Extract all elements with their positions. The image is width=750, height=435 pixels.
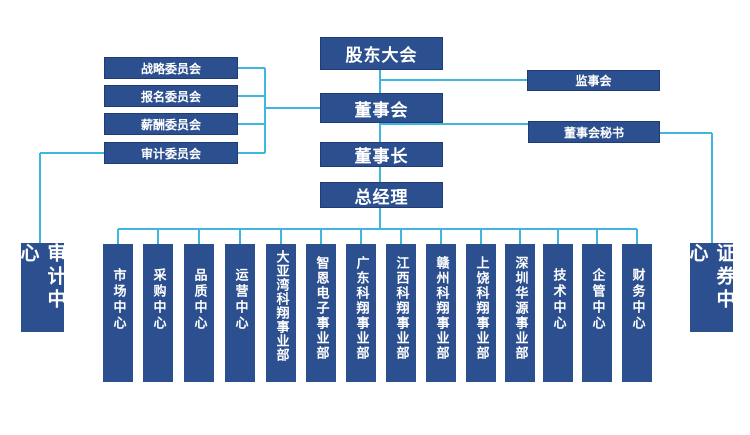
department-label: 市场中心 — [110, 268, 126, 332]
department-label: 运营中心 — [232, 268, 248, 332]
committee-strategy-label: 战略委员会 — [140, 61, 201, 76]
department-label: 上饶科翔事业部 — [473, 256, 489, 361]
board-box: 董事会 — [320, 93, 443, 123]
securities-center-label: 证券中心 — [686, 243, 736, 312]
department-box: 市场中心 — [103, 244, 133, 382]
audit-center-box: 审计中心 — [18, 243, 67, 332]
department-box: 广东科翔事业部 — [346, 244, 376, 382]
department-box: 深圳华源事业部 — [505, 244, 535, 382]
department-label: 江西科翔事业部 — [393, 256, 409, 361]
shareholders-box: 股东大会 — [320, 37, 443, 70]
chairman-box: 董事长 — [320, 142, 443, 167]
department-label: 大亚湾科翔事业部 — [273, 250, 289, 362]
department-label: 深圳华源事业部 — [512, 256, 528, 361]
committee-audit-label: 审计委员会 — [140, 146, 201, 161]
committee-nomination-label: 报名委员会 — [140, 89, 201, 104]
department-label: 财务中心 — [629, 268, 645, 332]
board-secretary-box: 董事会秘书 — [528, 121, 660, 143]
department-box: 采购中心 — [143, 244, 173, 382]
gm-label: 总经理 — [354, 187, 409, 208]
committee-audit-box: 审计委员会 — [104, 142, 238, 164]
department-label: 品质中心 — [191, 268, 207, 332]
board-secretary-label: 董事会秘书 — [563, 125, 624, 140]
board-label: 董事会 — [354, 100, 409, 121]
committee-compensation-box: 薪酬委员会 — [104, 113, 238, 135]
supervisors-label: 监事会 — [575, 74, 612, 88]
department-box: 江西科翔事业部 — [386, 244, 416, 382]
committee-compensation-label: 薪酬委员会 — [140, 117, 201, 132]
department-label: 赣州科翔事业部 — [433, 256, 449, 361]
department-box: 运营中心 — [225, 244, 255, 382]
supervisors-box: 监事会 — [527, 70, 660, 91]
department-box: 大亚湾科翔事业部 — [266, 244, 296, 382]
gm-box: 总经理 — [320, 182, 443, 208]
department-label: 技术中心 — [550, 268, 566, 332]
shareholders-label: 股东大会 — [345, 46, 418, 66]
department-label: 广东科翔事业部 — [353, 256, 369, 361]
committee-nomination-box: 报名委员会 — [104, 85, 238, 107]
department-box: 智恩电子事业部 — [306, 244, 336, 382]
audit-center-label: 审计中心 — [17, 243, 67, 312]
department-label: 采购中心 — [150, 268, 166, 332]
chairman-label: 董事长 — [354, 147, 409, 167]
department-box: 技术中心 — [543, 244, 573, 382]
department-box: 企管中心 — [582, 244, 612, 382]
committee-strategy-box: 战略委员会 — [104, 57, 238, 79]
department-label: 智恩电子事业部 — [313, 256, 329, 361]
department-box: 赣州科翔事业部 — [426, 244, 456, 382]
department-box: 上饶科翔事业部 — [466, 244, 496, 382]
department-label: 企管中心 — [589, 268, 605, 332]
department-box: 财务中心 — [622, 244, 652, 382]
department-box: 品质中心 — [184, 244, 214, 382]
securities-center-box: 证券中心 — [687, 243, 736, 332]
